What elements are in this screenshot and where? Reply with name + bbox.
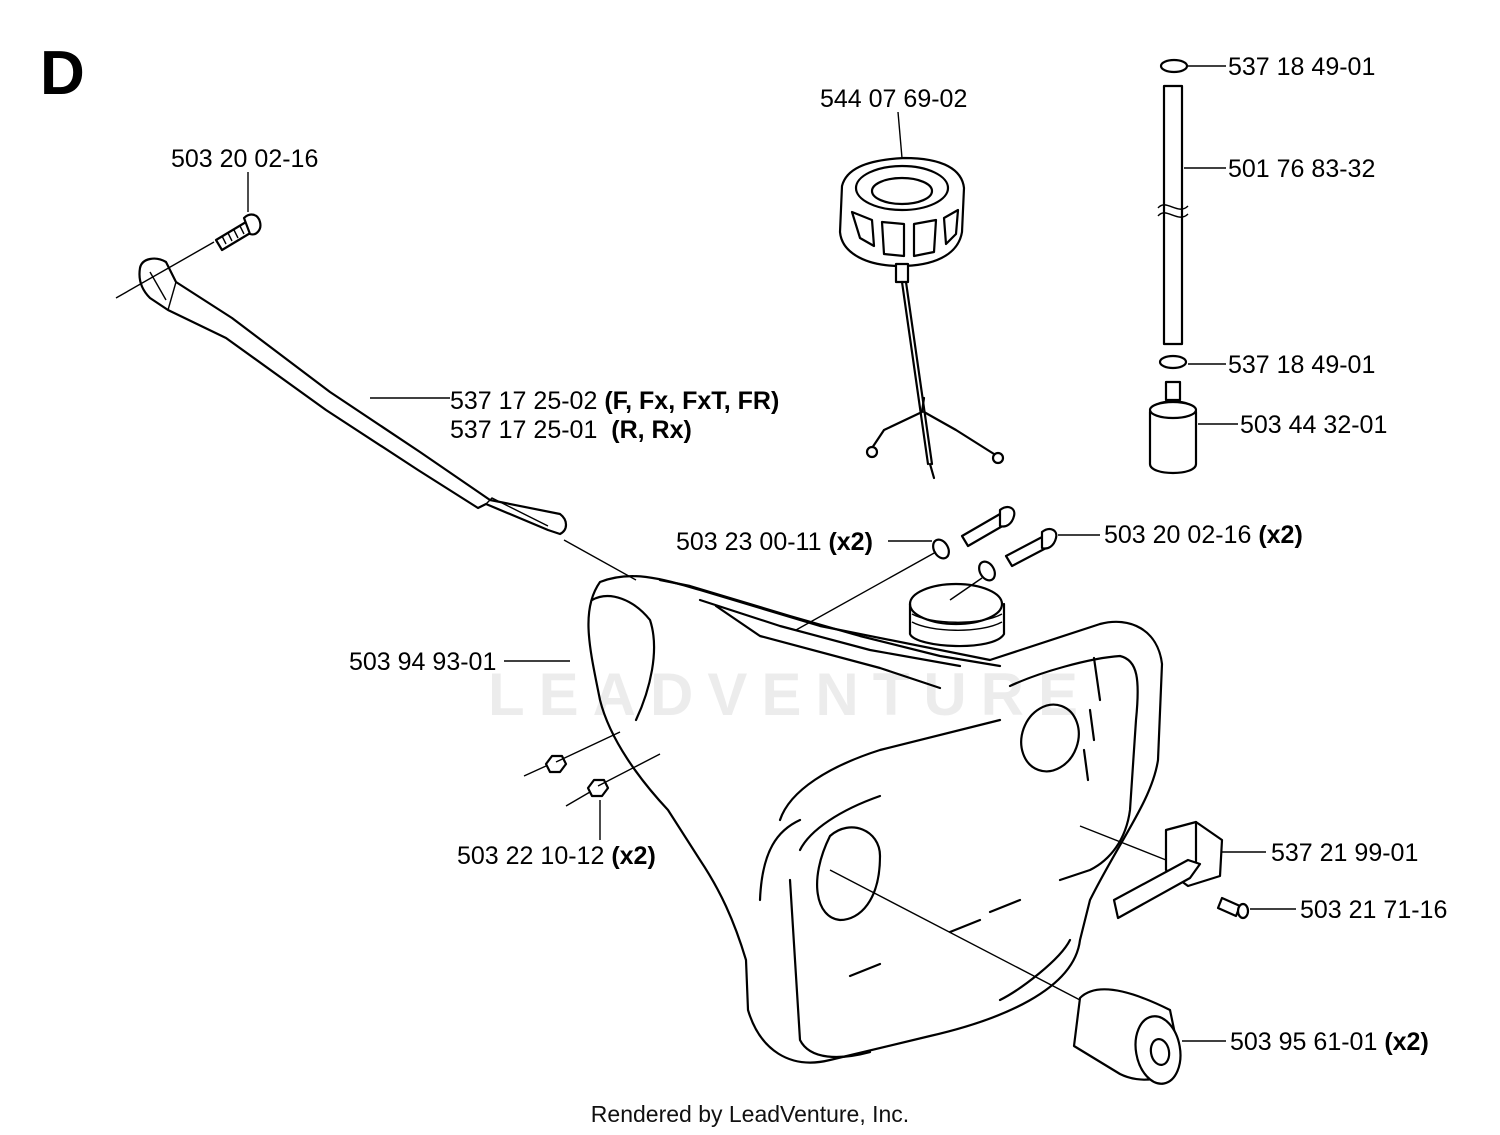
tank-housing-drawing [587,574,1164,1064]
part-label: 503 20 02-16 [171,145,318,173]
part-number: 537 18 49-01 [1228,53,1376,81]
part-label: 501 76 83-32 [1228,155,1375,183]
leader-lines [115,65,1296,1042]
fuel-line-drawing [1148,58,1198,474]
part-quantity: (x2) [1384,1028,1429,1056]
footer-credit: Rendered by LeadVenture, Inc. [590,1101,910,1127]
nut-drawing [544,754,610,798]
watermark: LEADVENTURE [488,661,1093,728]
part-number: 537 18 49-01 [1228,351,1376,379]
part-label: 537 18 49-01 [1228,53,1375,81]
part-number: 503 22 10-12 [457,842,605,870]
part-number: 503 95 61-01 [1230,1028,1378,1056]
small-screw-drawing [1216,896,1250,920]
part-label: 537 21 99-01 [1271,839,1418,867]
part-label: 537 17 25-02 (F, Fx, FxT, FR) [450,387,779,415]
part-label: 503 22 10-12 (x2) [457,842,656,870]
part-number: 503 44 32-01 [1240,411,1388,439]
part-label: 544 07 69-02 [820,85,967,113]
part-number: 503 20 02-16 [1104,521,1252,549]
part-quantity: (x2) [828,528,873,556]
part-label: 503 23 00-11 (x2) [676,528,873,556]
part-number: 544 07 69-02 [820,85,968,113]
part-number: 503 94 93-01 [349,648,497,676]
part-quantity: (x2) [611,842,656,870]
bracket-drawing [1112,820,1224,920]
section-letter: D [40,39,85,108]
fuel-cap-drawing [838,156,1005,480]
part-model-note: (F, Fx, FxT, FR) [604,387,780,415]
part-label: 503 94 93-01 [349,648,496,676]
part-number: 503 21 71-16 [1300,896,1448,924]
part-label: 503 95 61-01 (x2) [1230,1028,1429,1056]
part-number: 503 20 02-16 [171,145,319,173]
part-number: 537 21 99-01 [1271,839,1419,867]
part-number: 537 17 25-02 [450,387,598,415]
part-model-note: (R, Rx) [611,416,692,444]
bushing-drawing [1072,988,1182,1085]
part-label: 503 21 71-16 [1300,896,1447,924]
part-label: 537 18 49-01 [1228,351,1375,379]
part-number: 537 17 25-01 [450,416,598,444]
washer-screw-drawing [932,506,1058,582]
part-label: 537 17 25-01 (R, Rx) [450,416,692,444]
part-number: 503 23 00-11 [676,528,822,556]
part-number: 501 76 83-32 [1228,155,1376,183]
part-label: 503 20 02-16 (x2) [1104,521,1303,549]
screw-part-drawing [214,213,262,252]
part-quantity: (x2) [1258,521,1303,549]
part-label: 503 44 32-01 [1240,411,1387,439]
